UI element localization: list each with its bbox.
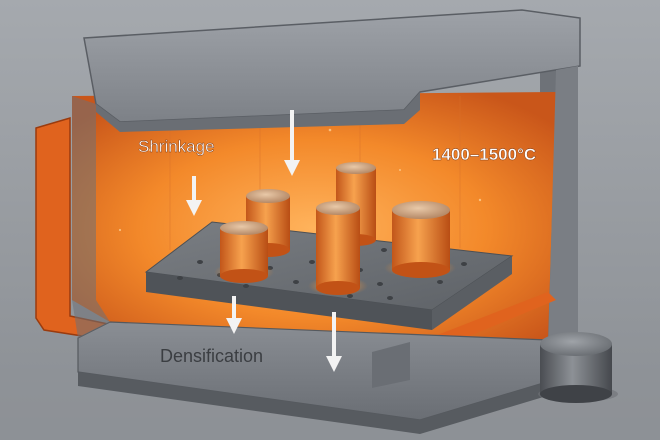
furnace-left-liner	[72, 96, 110, 338]
base-step	[372, 342, 410, 388]
densification-arrows	[226, 296, 342, 372]
furnace-right-liner	[548, 66, 578, 352]
part-cylinder-outside	[538, 332, 618, 403]
densification-label: Densification	[160, 346, 263, 366]
part-cylinder-front-left	[214, 221, 274, 283]
furnace-lid-front	[96, 92, 420, 132]
temperature-label: 1400–1500°C	[432, 145, 536, 164]
setter-plate-side	[432, 256, 512, 330]
setter-plate-front	[146, 272, 432, 330]
part-cylinder-front-right	[384, 201, 456, 278]
shrinkage-arrows	[186, 110, 300, 216]
shrinkage-label: Shrinkage	[138, 137, 215, 156]
furnace-base-front	[78, 372, 580, 434]
part-cylinder-front-tall	[308, 201, 368, 296]
